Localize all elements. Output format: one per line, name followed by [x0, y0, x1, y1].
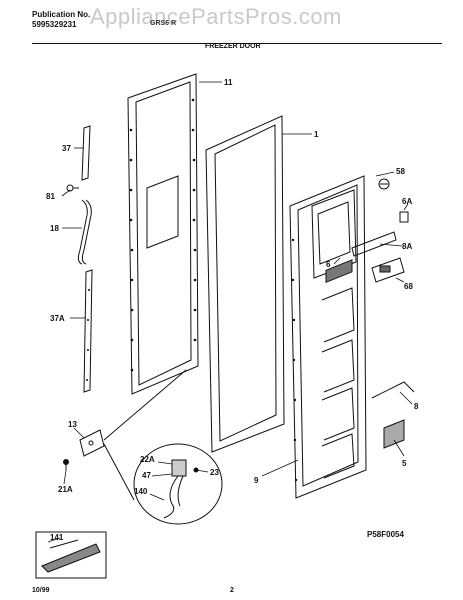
door-liner [289, 175, 367, 499]
callout-11: 11 [224, 78, 233, 87]
handle-screw [66, 184, 79, 192]
site-watermark: AppliancePartsPros.com [90, 4, 342, 29]
callout-9: 9 [254, 476, 259, 485]
handle-trim-top [81, 125, 91, 181]
liner-shelf-4 [321, 433, 355, 479]
page-number: 2 [230, 587, 234, 594]
door-panel-label [146, 175, 179, 249]
callout-141: 141 [50, 533, 64, 542]
callout-8a: 8A [402, 242, 412, 251]
callout-18: 18 [50, 224, 59, 233]
liner-shelf-3 [321, 387, 355, 441]
hinge-screw [63, 459, 69, 470]
callout-37: 37 [62, 144, 71, 153]
publication-block: Publication No. 5995329231 [32, 10, 90, 30]
actuator-bar [351, 231, 397, 257]
door-hinge [79, 429, 105, 457]
publication-date: 10/99 [32, 587, 50, 594]
callout-21a: 21A [58, 485, 73, 494]
actuator-clip [399, 211, 409, 223]
callout-81: 81 [46, 192, 55, 201]
dispenser-housing [311, 189, 357, 279]
door-panel-inner-edge [135, 81, 192, 386]
shelf-bracket [371, 381, 415, 399]
diagram-code: P58F0054 [367, 530, 404, 539]
callout-6a: 6A [402, 197, 412, 206]
callout-23: 23 [210, 468, 219, 477]
callout-37a: 37A [50, 314, 65, 323]
liner-shelf-2 [321, 339, 355, 393]
wiring-detail-callout [103, 369, 223, 525]
section-title: FREEZER DOOR [205, 43, 261, 50]
handle-trim-lower [83, 269, 93, 393]
callout-5: 5 [402, 459, 407, 468]
dispenser-cup [371, 257, 405, 283]
callout-68: 68 [404, 282, 413, 291]
publication-number: 5995329231 [32, 20, 77, 29]
callout-1: 1 [314, 130, 319, 139]
callout-58: 58 [396, 167, 405, 176]
model-number: GRS6 R [150, 20, 177, 27]
door-gasket [205, 115, 285, 453]
door-panel-outer [127, 73, 199, 395]
liner-shelf-1 [321, 287, 355, 343]
callout-8: 8 [414, 402, 419, 411]
gasket-kit-box [35, 531, 107, 579]
door-panel-screws [129, 98, 197, 372]
callout-6: 6 [326, 260, 331, 269]
callout-13: 13 [68, 420, 77, 429]
door-handle [77, 199, 92, 265]
callout-140: 140 [134, 487, 148, 496]
header-rule [32, 43, 442, 44]
door-panel-outline [127, 73, 199, 395]
cover-plate [383, 419, 405, 449]
wire-connector [171, 459, 187, 477]
publication-label: Publication No. [32, 10, 91, 19]
callout-22a: 22A [140, 455, 155, 464]
dispenser-grille [325, 259, 353, 283]
wire-harness [163, 475, 179, 519]
dispenser-plug [378, 178, 390, 190]
callout-47: 47 [142, 471, 151, 480]
